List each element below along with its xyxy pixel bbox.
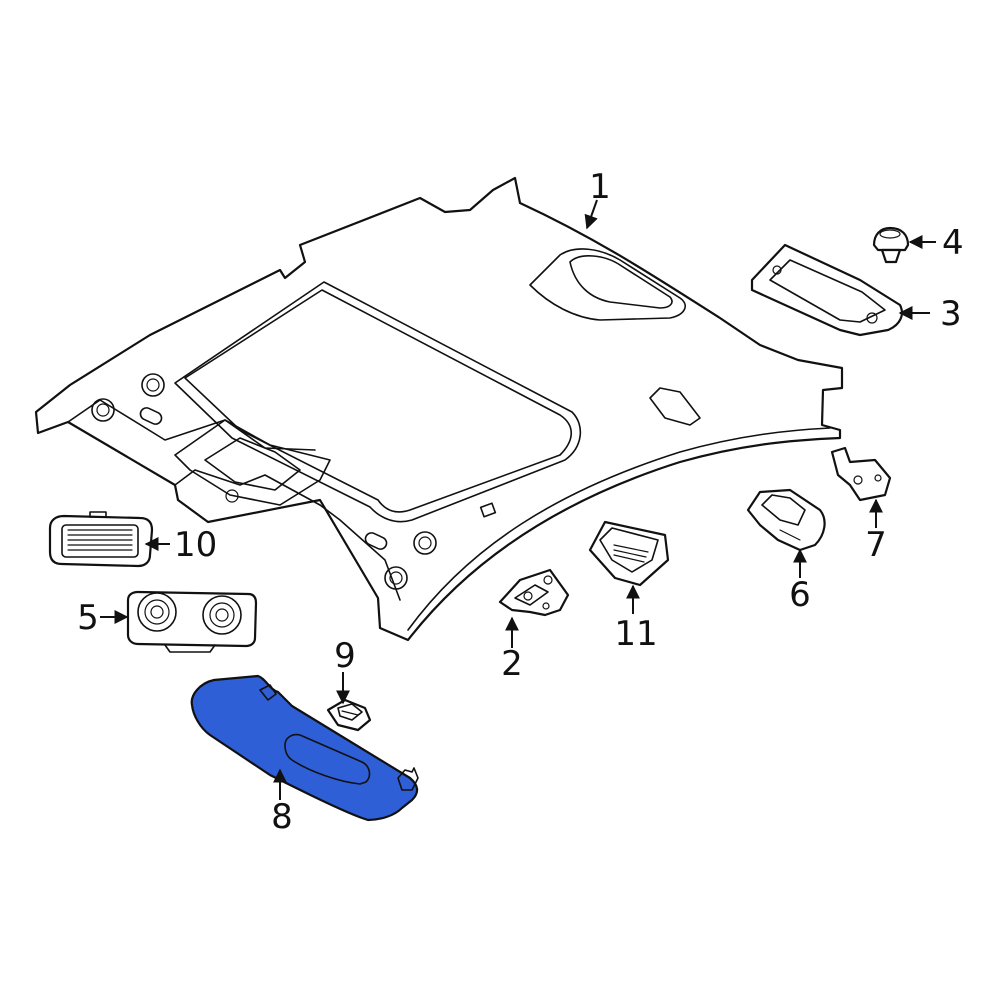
headliner-panel[interactable] [34, 176, 844, 642]
mounting-bracket[interactable] [498, 568, 570, 617]
callout-3: 3 [940, 294, 962, 334]
callout-6: 6 [789, 575, 811, 615]
small-bracket[interactable] [830, 446, 892, 502]
callout-7: 7 [865, 525, 887, 565]
callout-2: 2 [501, 644, 523, 684]
rear-air-vent[interactable] [48, 511, 154, 568]
leader-lines [100, 199, 936, 800]
callout-8: 8 [271, 797, 293, 837]
callout-5: 5 [77, 598, 99, 638]
sun-visor[interactable] [190, 674, 419, 822]
callout-labels: 1 2 3 4 5 6 7 8 9 10 11 [77, 167, 963, 837]
callout-9: 9 [334, 636, 356, 676]
interior-lamp[interactable] [588, 520, 670, 587]
trim-cover[interactable] [750, 243, 904, 337]
grab-handle[interactable] [746, 488, 826, 552]
leader-1 [584, 199, 598, 230]
visor-clip[interactable] [326, 698, 372, 732]
retainer-clip[interactable] [872, 226, 910, 264]
reading-light[interactable] [126, 590, 258, 653]
callout-11: 11 [614, 614, 657, 654]
callout-10: 10 [174, 525, 217, 565]
callout-1: 1 [589, 167, 611, 207]
callout-4: 4 [942, 223, 964, 263]
